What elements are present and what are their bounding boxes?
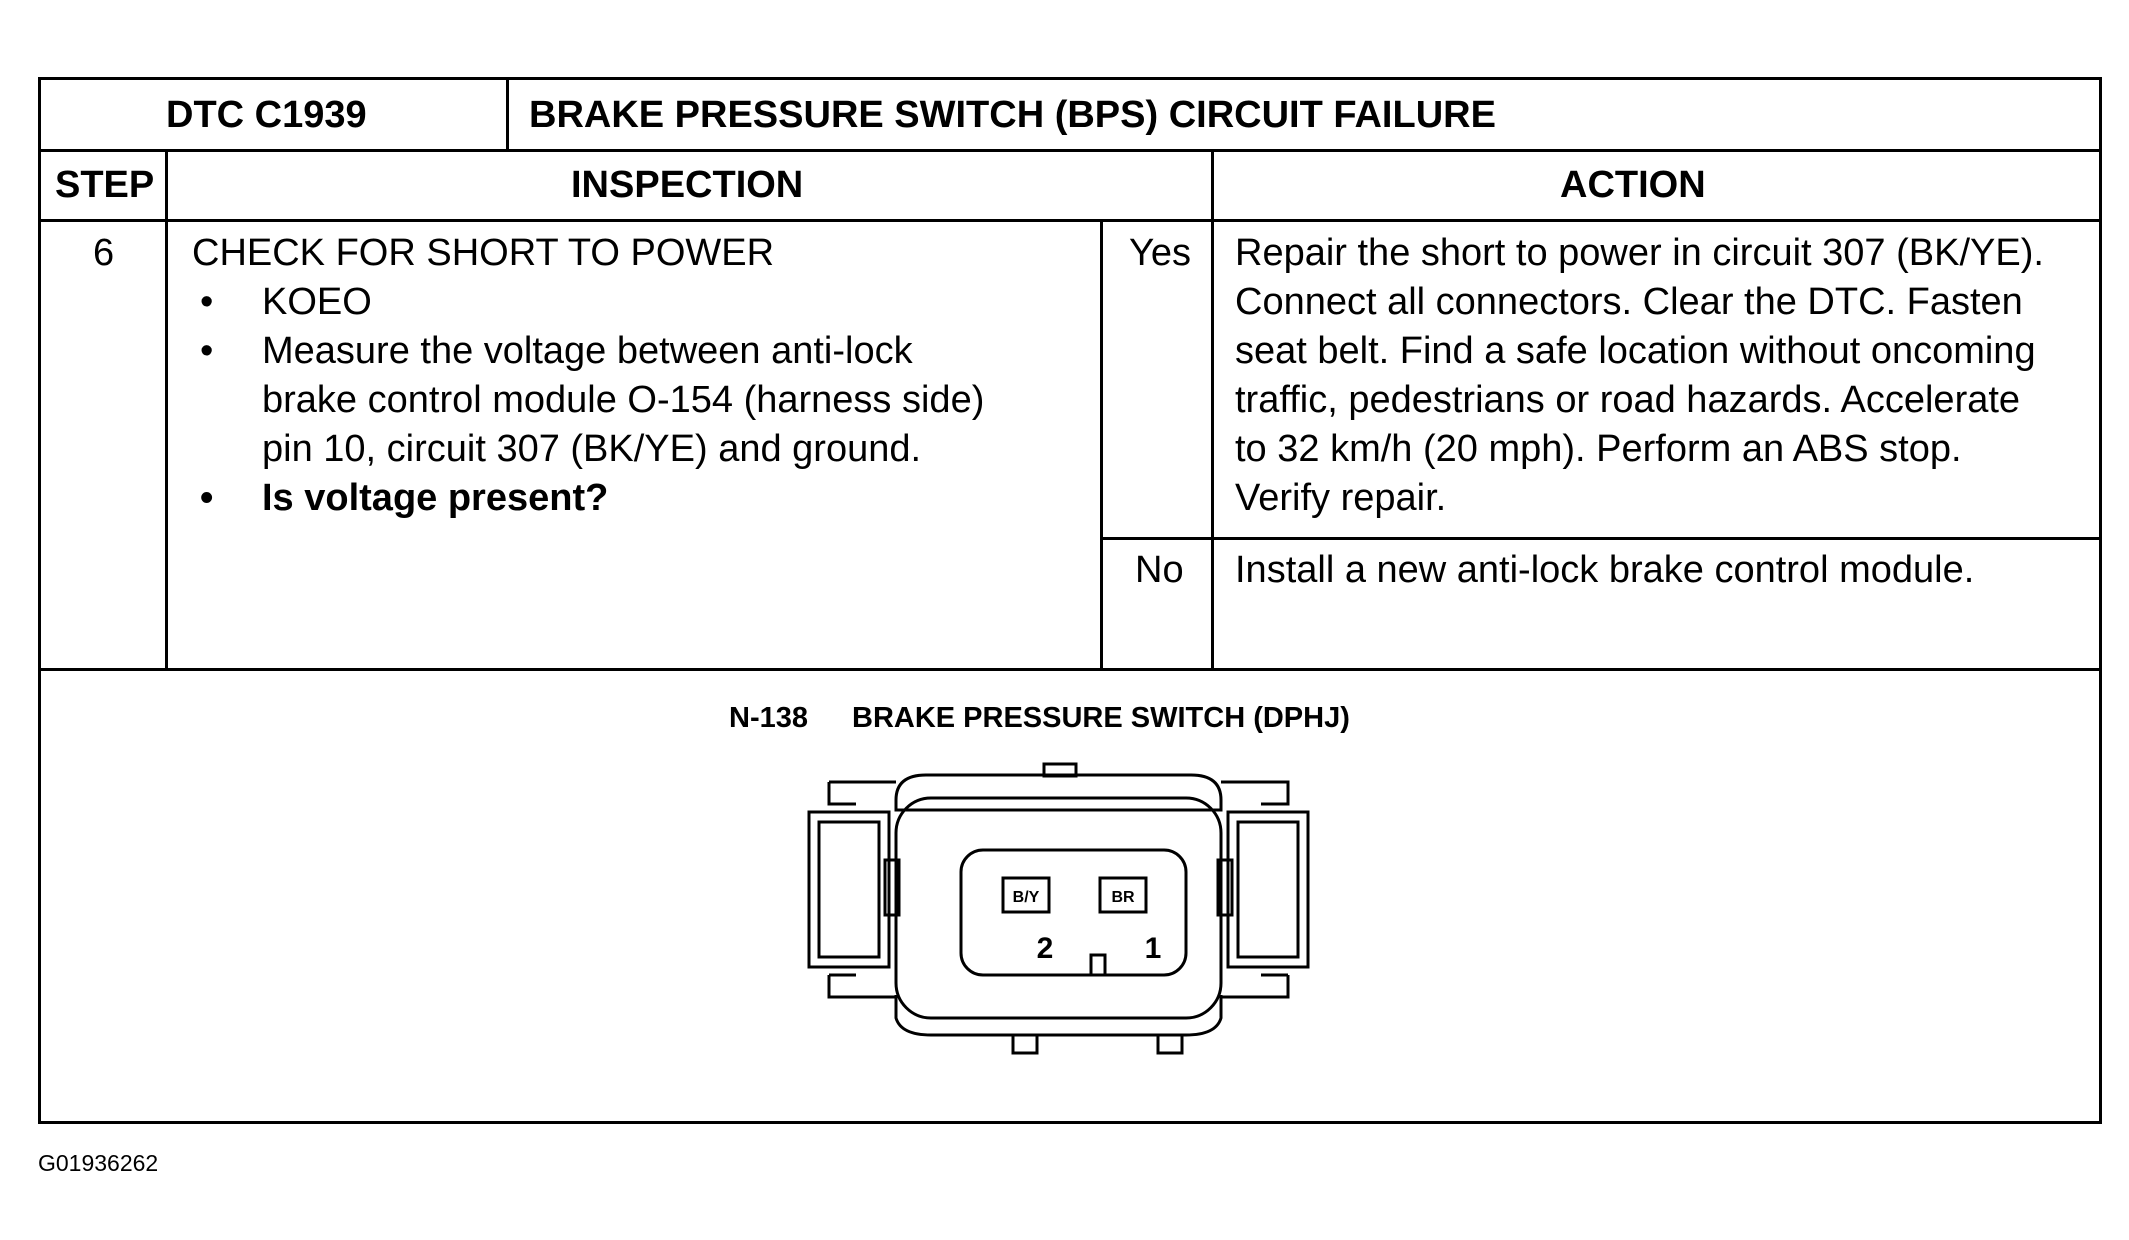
left-latch [883, 858, 901, 917]
yes-action-line: Connect all connectors. Clear the DTC. F… [1235, 281, 2023, 323]
yes-action-line: seat belt. Find a safe location without … [1235, 330, 2036, 372]
no-action: Install a new anti-lock brake control mo… [1235, 549, 1975, 591]
dtc-title: BRAKE PRESSURE SWITCH (BPS) CIRCUIT FAIL… [529, 94, 1496, 136]
step-column-header: STEP [55, 164, 155, 206]
header-row-divider [41, 149, 2099, 152]
connector-title: N-138 BRAKE PRESSURE SWITCH (DPHJ) [729, 702, 1350, 735]
bullet-text-line: brake control module O-154 (harness side… [262, 379, 985, 421]
answer-col-divider [1100, 219, 1103, 671]
bottom-tab-left [1011, 1033, 1039, 1055]
bullet-koeo: • KOEO [192, 278, 984, 327]
bullet-icon: • [200, 477, 214, 519]
pin-2-wire-box [1001, 876, 1051, 914]
right-side-inner [1236, 820, 1300, 959]
bottom-tab-right [1156, 1033, 1184, 1055]
right-latch [1216, 858, 1234, 917]
pin-2-wire-label: B/Y [1013, 889, 1040, 906]
pin-1-wire-box [1098, 876, 1148, 914]
bullet-icon: • [200, 281, 214, 323]
dtc-table: DTC C1939 BRAKE PRESSURE SWITCH (BPS) CI… [38, 77, 2102, 1124]
bullet-icon: • [200, 330, 214, 372]
no-label: No [1135, 549, 1184, 591]
yes-label: Yes [1129, 232, 1191, 274]
left-side-block [807, 810, 891, 969]
keying-notch [1089, 953, 1107, 977]
inspection-bullets: • KOEO • Measure the voltage between ant… [192, 278, 984, 523]
bullet-text: Is voltage present? [262, 477, 609, 519]
bullet-text-line: Measure the voltage between anti-lock [262, 330, 913, 372]
figure-code: G01936262 [38, 1150, 159, 1176]
step-number: 6 [93, 232, 115, 274]
left-rail-upper [827, 780, 896, 806]
bullet-text-line: pin 10, circuit 307 (BK/YE) and ground. [262, 428, 922, 470]
bullet-measure: • Measure the voltage between anti-lock … [192, 327, 984, 474]
column-header-divider [41, 219, 2099, 222]
pin-1-wire-label: BR [1111, 889, 1135, 906]
yes-action-line: to 32 km/h (20 mph). Perform an ABS stop… [1235, 428, 1962, 470]
yes-action-line: traffic, pedestrians or road hazards. Ac… [1235, 379, 2021, 421]
yes-action-line: Repair the short to power in circuit 307… [1235, 232, 2044, 274]
pin-2-number: 2 [1037, 932, 1054, 965]
connector-name: BRAKE PRESSURE SWITCH (DPHJ) [852, 702, 1350, 734]
left-side-inner [817, 820, 881, 959]
pin-1-number: 1 [1145, 932, 1162, 965]
table-diagram-divider [41, 668, 2099, 671]
right-rail-upper [1221, 780, 1290, 806]
connector-diagram: B/Y BR 2 1 [807, 762, 1310, 1055]
step-col-divider [165, 149, 168, 671]
action-col-divider [1211, 149, 1214, 671]
dtc-code: DTC C1939 [166, 94, 367, 136]
yes-action: Repair the short to power in circuit 307… [1235, 229, 2044, 523]
connector-body [894, 796, 1223, 1020]
pin-housing [959, 848, 1188, 977]
left-rail-lower [827, 973, 896, 999]
action-column-header: ACTION [1560, 164, 1706, 206]
step-heading: CHECK FOR SHORT TO POWER [192, 232, 775, 274]
connector-bottom-skirt [894, 995, 1223, 1037]
bullet-question: • Is voltage present? [192, 474, 984, 523]
right-side-block [1226, 810, 1310, 969]
right-rail-lower [1221, 973, 1290, 999]
bullet-text: KOEO [262, 281, 372, 323]
header-col-divider [506, 80, 509, 149]
yes-action-line: Verify repair. [1235, 477, 1447, 519]
yes-no-divider [1100, 537, 2099, 540]
outer-shroud-top [894, 773, 1223, 812]
connector-id: N-138 [729, 702, 808, 734]
inspection-column-header: INSPECTION [571, 164, 804, 206]
